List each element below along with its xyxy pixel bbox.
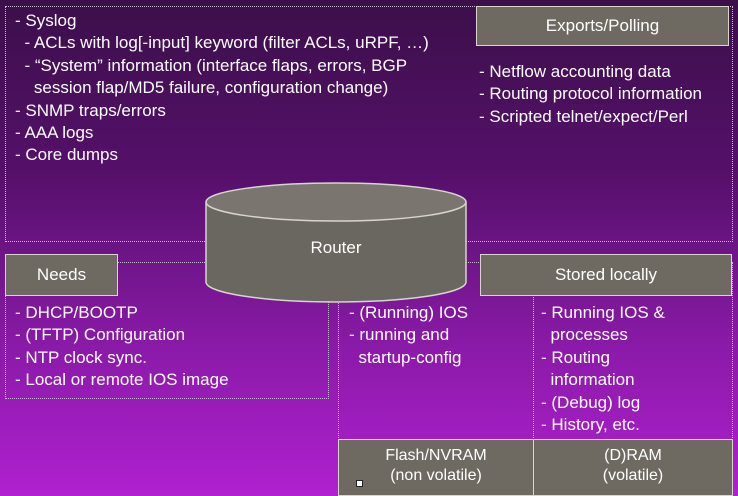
dram-contents-list: - Running IOS & processes - Routing info…: [541, 302, 665, 436]
list-item: - DHCP/BOOTP: [15, 303, 138, 322]
router-label: Router: [310, 238, 362, 257]
needs-list: - DHCP/BOOTP - (TFTP) Configuration - NT…: [15, 302, 229, 392]
list-item: - NTP clock sync.: [15, 347, 147, 367]
dram-label: (D)RAM: [604, 447, 662, 464]
selection-handle: [356, 480, 363, 487]
list-item: - AAA logs: [15, 123, 94, 143]
needs-frame: [5, 262, 329, 399]
list-item: processes: [541, 325, 628, 345]
list-item: - Netflow accounting data: [479, 62, 671, 81]
stored-divider: [533, 292, 534, 442]
list-item: - History, etc.: [541, 415, 640, 435]
stored-title: Stored locally: [480, 254, 732, 296]
dram-box: (D)RAM (volatile): [533, 439, 733, 496]
exports-list: - Netflow accounting data - Routing prot…: [479, 61, 702, 128]
list-item: - Local or remote IOS image: [15, 370, 229, 390]
list-item: - Routing: [541, 347, 610, 367]
dram-sublabel: (volatile): [602, 467, 664, 484]
router-cylinder: [205, 182, 467, 303]
list-item: - Routing protocol information: [479, 84, 703, 104]
list-item: - ACLs with log[-input] keyword (filter …: [15, 33, 429, 53]
list-item: information: [541, 370, 635, 390]
flash-contents-list: - (Running) IOS - running and startup-co…: [349, 302, 468, 369]
list-item: - Running IOS &: [541, 303, 665, 322]
list-item: - running and: [349, 325, 450, 345]
list-item: - SNMP traps/errors: [15, 100, 166, 120]
list-item: session flap/MD5 failure, configuration …: [15, 78, 389, 98]
flash-nvram-sublabel: (non volatile): [390, 467, 482, 484]
list-item: - (Debug) log: [541, 392, 641, 412]
flash-nvram-label: Flash/NVRAM: [385, 447, 487, 464]
syslog-list: - Syslog - ACLs with log[-input] keyword…: [15, 10, 429, 167]
flash-nvram-box: Flash/NVRAM (non volatile): [338, 439, 534, 496]
list-item: - (TFTP) Configuration: [15, 325, 186, 345]
needs-title: Needs: [5, 254, 118, 296]
list-item: - (Running) IOS: [349, 303, 469, 322]
list-item: startup-config: [349, 347, 462, 367]
exports-title: Exports/Polling: [476, 6, 729, 46]
list-item: - “System” information (interface flaps,…: [15, 55, 408, 75]
list-item: - Syslog: [15, 11, 77, 30]
list-item: - Scripted telnet/expect/Perl: [479, 106, 688, 126]
list-item: - Core dumps: [15, 145, 118, 165]
